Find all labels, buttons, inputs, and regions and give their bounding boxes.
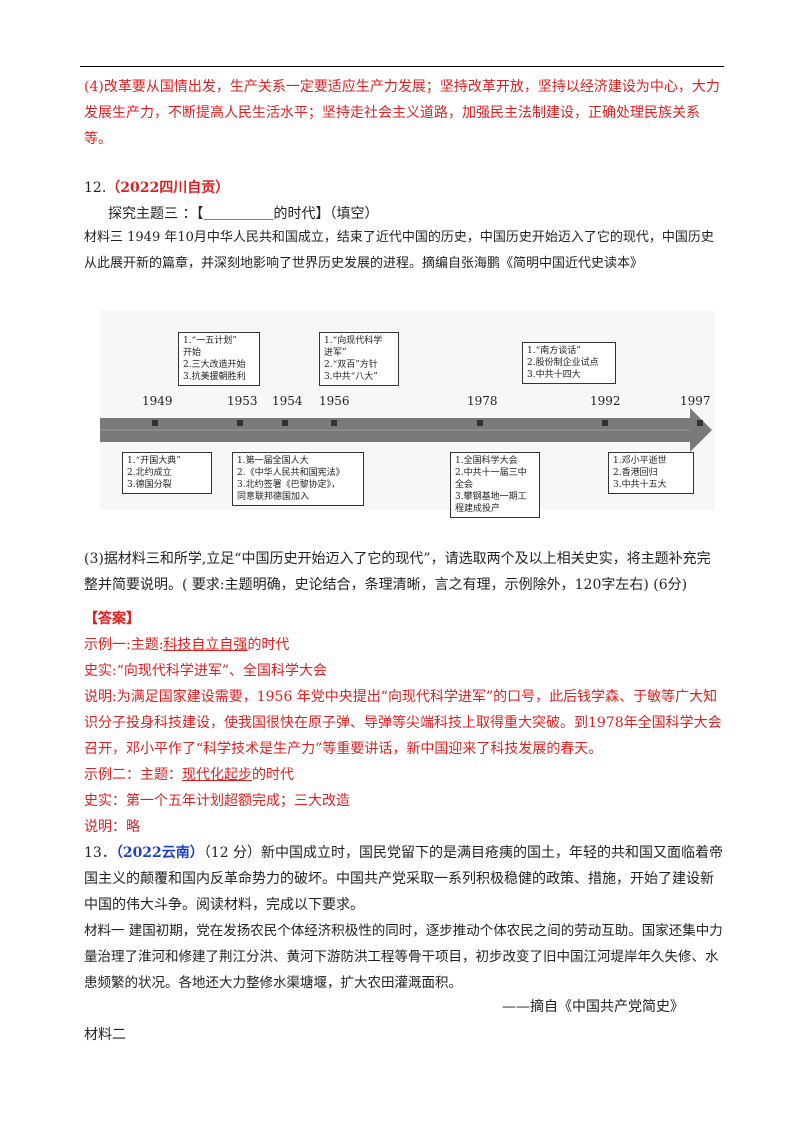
year-label: 1978 [467, 394, 498, 408]
box-line: 3.北约签署《巴黎协定》， [237, 480, 341, 490]
year-label: 1997 [680, 394, 711, 408]
timeline-box-1953: 1.“一五计划” 开始 2.三大改造开始 3.抗美援朝胜利 [178, 332, 260, 386]
box-line: 2.北约成立 [127, 468, 172, 478]
q13-material1: 材料一 建国初期，党在发扬农民个体经济积极性的同时，逐步推动个体农民之间的劳动互… [84, 923, 723, 991]
box-line: 2.中共十一届三中 [455, 468, 527, 478]
year-label: 1956 [319, 394, 350, 408]
answer-label: 【答案】 [84, 611, 140, 627]
box-line: 2.三大改造开始 [183, 360, 246, 370]
box-line: 同意联邦德国加入 [237, 492, 310, 502]
box-line: 2.股份制企业试点 [527, 358, 599, 368]
timeline-box-1978: 1.全国科学大会 2.中共十一届三中 全会 3.攀钢基地一期工 程建成投产 [450, 452, 540, 518]
year-label: 1949 [142, 394, 173, 408]
box-line: 全会 [455, 480, 474, 490]
example1-theme-text: 科技自立自强 [163, 637, 248, 653]
q13-material2: 材料二 [84, 1027, 126, 1043]
header-rule [80, 66, 724, 67]
year-label: 1992 [590, 394, 621, 408]
box-line: 3.抗美援朝胜利 [183, 372, 246, 382]
example2-theme: 示例二：主题：现代化起步的时代 [84, 762, 724, 788]
q13-number: 13． [84, 845, 116, 861]
q13-stem-text: （12 分）新中国成立时，国民党留下的是满目疮痍的国土，年轻的共和国又面临着帝国… [84, 845, 724, 913]
box-line: 3.中共“八大” [324, 372, 378, 382]
q12-material3: 材料三 1949 年10月中华人民共和国成立，结束了近代中国的历史，中国历史开始… [84, 230, 714, 271]
example1-facts: 史实:“向现代科学进军”、全国科学大会 [84, 663, 328, 679]
example2-facts: 史实：第一个五年计划超额完成；三大改造 [84, 793, 350, 809]
box-line: 1.“向现代科学 [324, 336, 383, 346]
year-label: 1954 [272, 394, 303, 408]
box-line: 1.“一五计划” [183, 336, 237, 346]
box-line: 2.香港回归 [613, 468, 658, 478]
example2-suffix: 的时代 [252, 767, 294, 783]
q12-source: （2022四川自贡） [106, 180, 230, 196]
timeline-box-1997: 1.邓小平逝世 2.香港回归 3.中共十五大 [608, 452, 694, 494]
example1-suffix: 的时代 [247, 637, 290, 653]
example1-prefix: 示例一:主题: [84, 637, 164, 653]
q12-question3: (3)据材料三和所学,立足“中国历史开始迈入了它的现代”，请选取两个及以上相关史… [84, 551, 711, 593]
box-line: 进军” [324, 348, 347, 358]
answer-4: (4)改革要从国情出发，生产关系一定要适应生产力发展；坚持改革开放，坚持以经济建… [84, 79, 720, 147]
timeline-figure: 1949 1953 1954 1956 1978 1992 1997 1.“一五… [100, 310, 715, 518]
example1-theme: 示例一:主题:科技自立自强的时代 [84, 632, 724, 658]
box-line: 1.“开国大典” [127, 456, 181, 466]
box-line: 1.邓小平逝世 [613, 456, 667, 466]
q12-theme: 探究主题三 ：【＿＿＿＿＿的时代】（填空） [108, 206, 379, 222]
box-line: 程建成投产 [455, 504, 501, 514]
box-line: 3.攀钢基地一期工 [455, 492, 527, 502]
timeline-box-1992: 1.“南方谈话” 2.股份制企业试点 3.中共十四大 [522, 342, 616, 384]
box-line: 开始 [183, 348, 202, 358]
box-line: 2.《中华人民共和国宪法》 [237, 468, 345, 478]
q12-number: 12. [84, 180, 107, 196]
box-line: 2.“双百”方针 [324, 360, 378, 370]
timeline-box-1956: 1.“向现代科学 进军” 2.“双百”方针 3.中共“八大” [319, 332, 399, 386]
box-line: 3.中共十五大 [613, 480, 667, 490]
box-line: 3.德国分裂 [127, 480, 172, 490]
timeline-box-1949: 1.“开国大典” 2.北约成立 3.德国分裂 [122, 452, 212, 494]
example2-explanation: 说明：略 [84, 819, 140, 835]
q13-material1-source: ——摘自《中国共产党简史》 [502, 999, 684, 1015]
q13-source: （2022云南） [115, 845, 204, 861]
q12-heading: 12.（2022四川自贡） [84, 175, 724, 201]
timeline-box-1954: 1.第一届全国人大 2.《中华人民共和国宪法》 3.北约签署《巴黎协定》， 同意… [232, 452, 364, 506]
box-line: 3.中共十四大 [527, 370, 581, 380]
example2-prefix: 示例二：主题： [84, 767, 182, 783]
box-line: 1.第一届全国人大 [237, 456, 309, 466]
box-line: 1.全国科学大会 [455, 456, 518, 466]
example1-explanation: 说明:为满足国家建设需要，1956 年党中央提出“向现代科学进军”的口号，此后钱… [84, 689, 722, 757]
year-label: 1953 [227, 394, 258, 408]
q13-stem: 13．（2022云南）（12 分）新中国成立时，国民党留下的是满目疮痍的国土，年… [84, 840, 724, 918]
example2-theme-text: 现代化起步 [182, 767, 252, 783]
box-line: 1.“南方谈话” [527, 346, 581, 356]
